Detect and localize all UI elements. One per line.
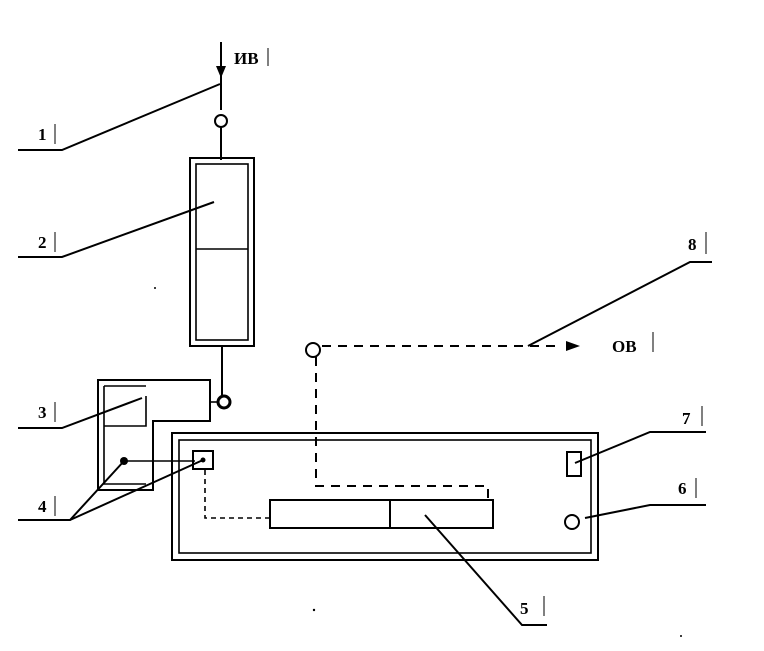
- horizontal-tank: [171, 432, 599, 561]
- inlet-line: [214, 42, 228, 160]
- valve-icon: [214, 114, 228, 128]
- callout-4: 4: [38, 497, 47, 516]
- leader-lines: [18, 83, 712, 626]
- inlet-arrow-icon: [216, 66, 226, 78]
- callout-7: 7: [682, 409, 691, 428]
- callout-5: 5: [520, 599, 529, 618]
- filter-block: [269, 499, 494, 529]
- l-shaped-box: [97, 379, 218, 491]
- callout-2: 2: [38, 233, 47, 252]
- callout-3: 3: [38, 403, 47, 422]
- callout-8: 8: [688, 235, 697, 254]
- outlet-label: ОВ: [612, 337, 637, 356]
- drain-icon: [564, 514, 580, 530]
- inlet-label: ИВ: [234, 49, 259, 68]
- junction-icon: [216, 394, 232, 410]
- sensor-icon: [566, 451, 582, 477]
- callout-6: 6: [678, 479, 687, 498]
- callout-1: 1: [38, 125, 47, 144]
- vertical-tank: [189, 157, 255, 347]
- outlet-valve-icon: [305, 342, 321, 358]
- connector-square: [192, 450, 214, 470]
- arrow-head-icon: [566, 341, 580, 351]
